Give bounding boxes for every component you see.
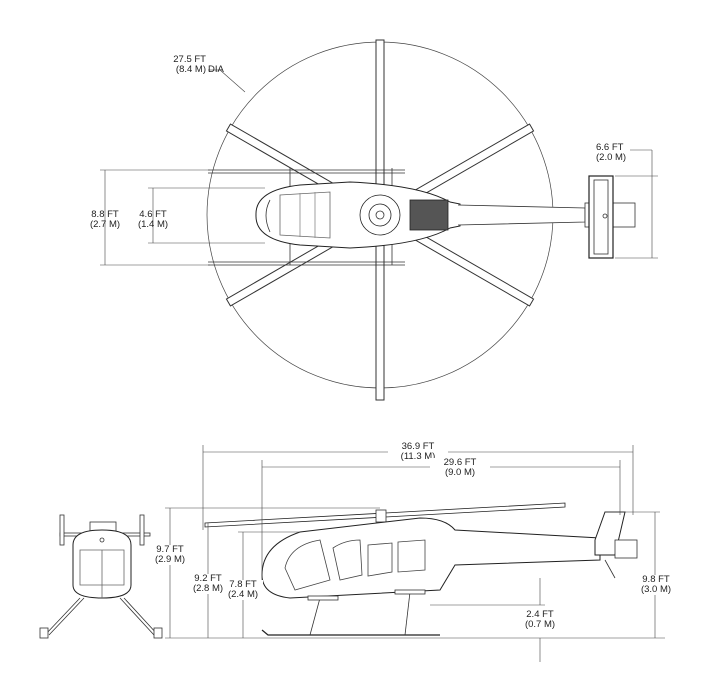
height-cabin-label: 7.8 FT (2.4 M) bbox=[223, 580, 263, 600]
side-view bbox=[165, 502, 665, 639]
height-rotor-m: (2.9 M) bbox=[154, 554, 186, 565]
height-hub-label: 9.2 FT (2.8 M) bbox=[188, 574, 228, 594]
ground-clearance-m: (0.7 M) bbox=[524, 619, 556, 630]
height-hub-ft: 9.2 FT bbox=[194, 573, 222, 584]
tail-rotor-label: 6.6 FT (2.0 M) bbox=[596, 143, 626, 163]
overall-length-m: (11.3 M) bbox=[400, 451, 436, 462]
fuselage-top bbox=[255, 175, 636, 259]
height-hub-m: (2.8 M) bbox=[192, 583, 224, 594]
ground-clearance-label: 2.4 FT (0.7 M) bbox=[515, 610, 565, 630]
overall-length-ft: 36.9 FT bbox=[401, 441, 435, 452]
skid-width-m: (2.7 M) bbox=[89, 219, 121, 230]
tail-height-m: (3.0 M) bbox=[640, 584, 672, 595]
ground-clearance-ft: 2.4 FT bbox=[526, 609, 554, 620]
tail-rotor-ft: 6.6 FT bbox=[596, 142, 624, 153]
skid-width-label: 8.8 FT (2.7 M) bbox=[80, 210, 130, 230]
height-rotor-label: 9.7 FT (2.9 M) bbox=[150, 545, 190, 565]
height-rotor-ft: 9.7 FT bbox=[156, 544, 184, 555]
cabin-width-label: 4.6 FT (1.4 M) bbox=[128, 210, 178, 230]
rotor-diameter-ft: 27.5 FT bbox=[173, 54, 206, 65]
rotor-diameter-label: 27.5 FT (8.4 M) bbox=[128, 55, 206, 75]
skid-width-ft: 8.8 FT bbox=[91, 209, 119, 220]
fuselage-length-label: 29.6 FT (9.0 M) bbox=[430, 458, 490, 478]
overall-length-label: 36.9 FT (11.3 M) bbox=[388, 442, 448, 462]
top-dimension-lines bbox=[100, 69, 658, 266]
tail-height-ft: 9.8 FT bbox=[642, 574, 670, 585]
fuselage-length-ft: 29.6 FT bbox=[443, 457, 477, 468]
fuselage-length-m: (9.0 M) bbox=[444, 467, 476, 478]
height-cabin-m: (2.4 M) bbox=[227, 589, 259, 600]
rotor-diameter-m: (8.4 M) bbox=[175, 64, 206, 75]
height-cabin-ft: 7.8 FT bbox=[229, 579, 257, 590]
tail-height-label: 9.8 FT (3.0 M) bbox=[635, 575, 677, 595]
cabin-width-m: (1.4 M) bbox=[137, 219, 169, 230]
front-view bbox=[39, 514, 163, 639]
skids-top bbox=[208, 168, 405, 266]
top-view bbox=[100, 39, 658, 401]
cabin-width-ft: 4.6 FT bbox=[139, 209, 167, 220]
rotor-diameter-suffix: DIA bbox=[208, 64, 224, 75]
tail-rotor-m: (2.0 M) bbox=[596, 152, 627, 163]
